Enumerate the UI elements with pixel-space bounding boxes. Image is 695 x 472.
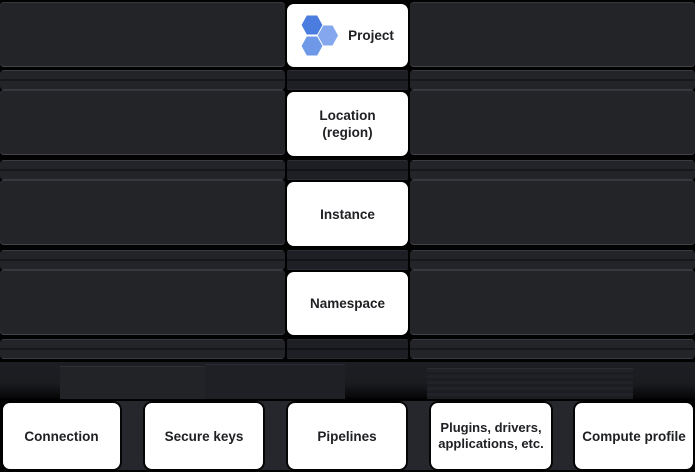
row-band-project-left xyxy=(0,2,285,67)
node-instance-label: Instance xyxy=(320,206,375,222)
node-location-label-line1: Location xyxy=(319,108,376,123)
row-band-namespace-left xyxy=(0,270,285,335)
fanout-ghost-right xyxy=(427,368,633,399)
spacer-band xyxy=(0,70,285,90)
connector-band xyxy=(287,160,408,180)
spacer-band xyxy=(410,70,695,90)
node-compute-profile: Compute profile xyxy=(575,403,693,469)
node-location: Location (region) xyxy=(287,92,408,156)
node-plugins-label-line2: applications, etc. xyxy=(438,436,544,451)
node-project: Project xyxy=(287,4,408,67)
spacer-band xyxy=(0,339,285,359)
node-project-label: Project xyxy=(348,28,394,43)
fanout-ghost-mid xyxy=(205,364,345,399)
node-connection-label: Connection xyxy=(24,428,99,444)
connector-band xyxy=(287,250,408,270)
connector-band xyxy=(287,339,408,359)
data-fusion-hexagons-icon xyxy=(301,15,339,56)
node-namespace: Namespace xyxy=(287,272,408,335)
node-location-label-line2: (region) xyxy=(322,125,373,140)
row-band-location-left xyxy=(0,90,285,155)
spacer-band xyxy=(0,160,285,180)
row-band-project-right xyxy=(410,2,695,67)
node-connection: Connection xyxy=(3,403,120,469)
fanout-ghost-left xyxy=(60,366,205,399)
node-pipelines-label: Pipelines xyxy=(317,428,377,444)
connector-band xyxy=(287,70,408,90)
node-pipelines: Pipelines xyxy=(288,403,406,469)
row-band-instance-left xyxy=(0,180,285,245)
node-plugins-label-line1: Plugins, drivers, xyxy=(440,420,542,435)
node-secure-keys: Secure keys xyxy=(145,403,263,469)
spacer-band xyxy=(410,339,695,359)
node-instance: Instance xyxy=(287,182,408,246)
node-namespace-label: Namespace xyxy=(309,296,386,311)
spacer-band xyxy=(410,160,695,180)
spacer-band xyxy=(410,250,695,270)
row-band-location-right xyxy=(410,90,695,155)
row-band-namespace-right xyxy=(410,270,695,335)
spacer-band xyxy=(0,250,285,270)
row-band-instance-right xyxy=(410,180,695,245)
node-plugins-drivers-applications: Plugins, drivers, applications, etc. xyxy=(431,403,551,469)
node-secure-keys-label: Secure keys xyxy=(164,428,244,444)
node-compute-profile-label: Compute profile xyxy=(582,428,686,444)
